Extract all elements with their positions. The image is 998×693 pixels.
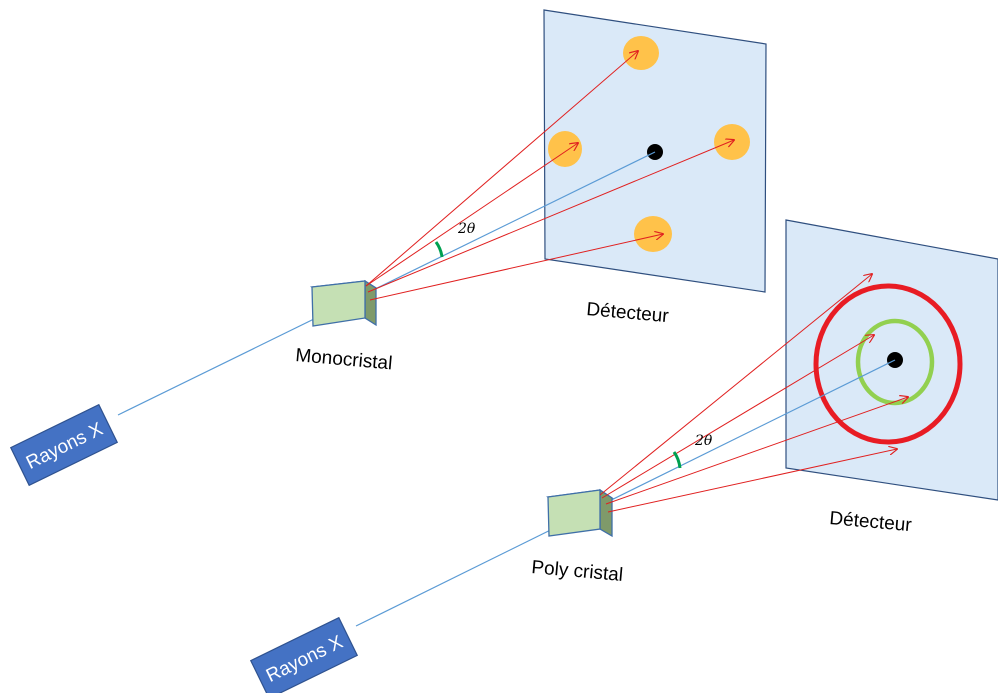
top-diffracted-beam xyxy=(365,143,578,287)
top-spot-upper xyxy=(623,36,659,70)
top-spot-lower xyxy=(634,216,672,252)
top-incident-beam xyxy=(117,151,656,416)
top-xray-source: Rayons X xyxy=(9,403,119,487)
top-angle-arc xyxy=(434,241,444,258)
bottom-crystal-label: Poly cristal xyxy=(531,557,624,586)
top-crystal-label: Monocristal xyxy=(295,345,394,374)
top-diffracted-beam xyxy=(369,234,663,301)
top-spot-right xyxy=(714,124,750,160)
bottom-xray-source: Rayons X xyxy=(249,616,359,693)
top-diffracted-beam xyxy=(365,51,638,287)
bottom-diffracted-beam xyxy=(599,274,872,496)
bottom-diffracted-beam xyxy=(605,397,908,505)
top-crystal xyxy=(309,279,378,327)
bottom-diffracted-beam xyxy=(607,449,897,513)
bottom-angle-label: 2θ xyxy=(694,433,713,449)
top-detector-label: Détecteur xyxy=(586,299,671,327)
bottom-outer-ring xyxy=(813,283,963,445)
bottom-crystal xyxy=(546,488,614,538)
monocrystal-setup: Rayons X 2θ Monocristal Détecteur xyxy=(9,9,767,487)
bottom-inner-ring xyxy=(855,318,935,406)
bottom-detector-label: Détecteur xyxy=(829,508,914,536)
bottom-incident-beam xyxy=(355,359,896,627)
top-spot-left xyxy=(548,131,582,167)
bottom-angle-arc xyxy=(672,451,682,469)
top-diffracted-beam xyxy=(367,140,734,293)
top-angle-label: 2θ xyxy=(457,221,476,237)
bottom-diffracted-beam xyxy=(601,335,874,499)
